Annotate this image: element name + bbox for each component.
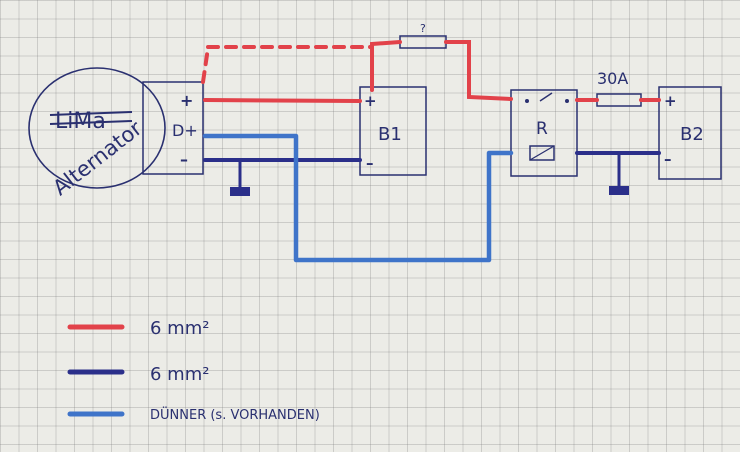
relay-label: R [536,119,548,139]
battery-b2-plus: + [664,92,677,110]
fuse-2 [596,93,642,107]
alternator-dplus: D+ [172,121,198,140]
battery-b1-minus: – [366,154,374,172]
ground-symbol-2 [609,186,629,195]
battery-b2-box [658,86,722,180]
legend-label-red: 6 mm² [150,318,209,339]
relay-switch-blade [539,92,553,102]
red-dashed-wire-up [201,46,210,84]
red-wire-alternator-to-b1 [203,98,362,103]
fuse-1-label: ? [420,22,426,35]
relay-coil [529,145,555,161]
red-wire-b1-to-fuse [370,40,402,92]
relay-contact-left [525,99,529,103]
relay-contact-right [565,99,569,103]
legend-label-navy: 6 mm² [150,364,209,385]
ground-symbol-1 [230,187,250,196]
alternator-box [142,81,204,175]
battery-b1-plus: + [364,92,377,110]
strike-line-2 [49,120,133,125]
alternator-minus: – [180,150,188,169]
relay-box [510,89,578,177]
battery-b1-box [359,86,427,176]
fuse-1 [399,35,447,49]
battery-b1-label: B1 [378,124,402,145]
alternator-plus: + [180,91,193,110]
battery-b2-label: B2 [680,124,704,145]
legend-label-blue: DÜNNER (s. VORHANDEN) [150,406,320,423]
relay-coil-diagonal [529,145,555,161]
red-wire-fuse-to-relay [444,40,513,101]
blue-wire-dplus-to-relay [202,133,514,263]
strike-line-1 [49,111,133,116]
battery-b2-minus: – [664,150,672,168]
alternator-circle [28,67,166,189]
legend: 6 mm² 6 mm² DÜNNER (s. VORHANDEN) [67,318,320,423]
fuse-2-label: 30A [597,69,628,88]
